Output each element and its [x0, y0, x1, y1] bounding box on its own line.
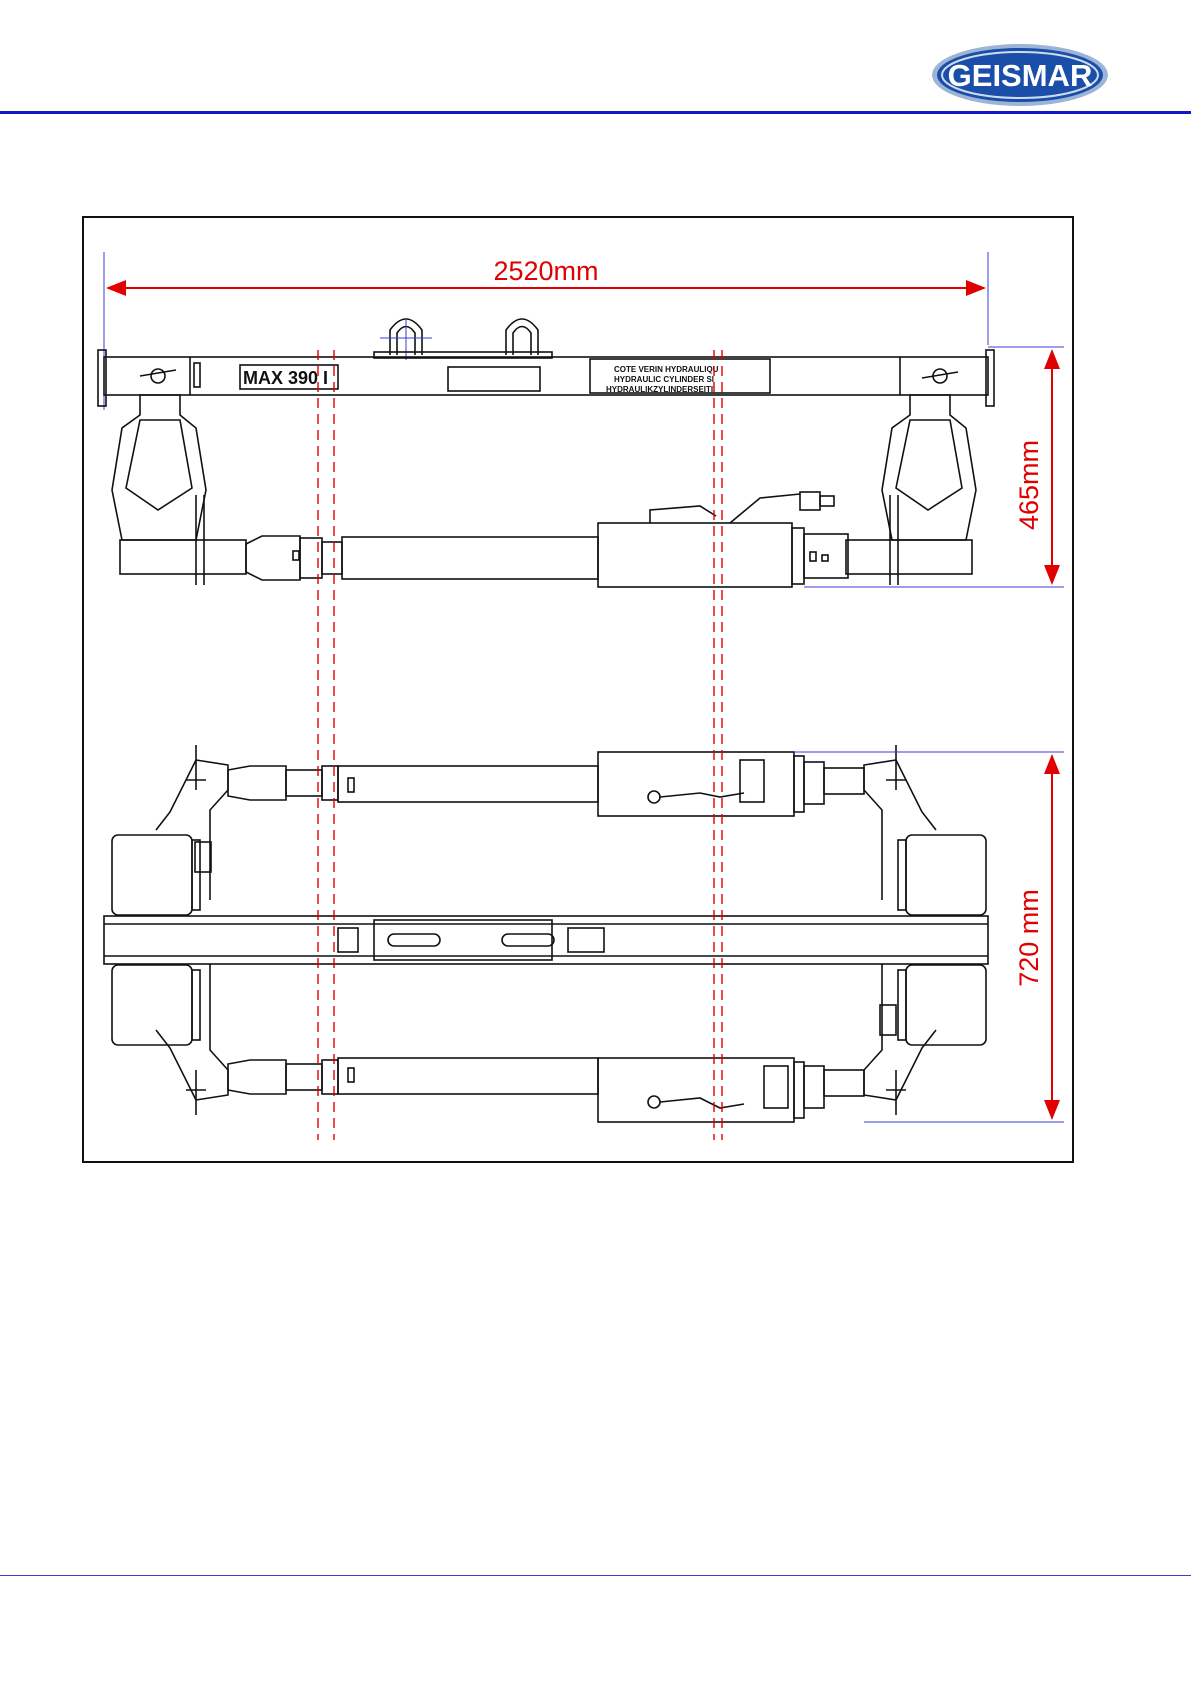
- top-height-label: 720 mm: [1014, 889, 1044, 987]
- top-rod-upper: [338, 766, 598, 802]
- top-view: [104, 745, 988, 1122]
- top-height-dimension: 720 mm: [794, 752, 1064, 1122]
- plate-line-1: COTE VERIN HYDRAULIQU: [614, 365, 719, 374]
- hanger-right: [882, 395, 976, 540]
- bogie-left-upper: [112, 835, 192, 915]
- footer-rule: [0, 1575, 1191, 1576]
- bogie-left-lower: [112, 965, 192, 1045]
- dashed-guides: [318, 350, 722, 1140]
- plate-line-3: HYDRAULIKZYLINDERSEITI: [606, 385, 713, 394]
- bogie-right-upper: [906, 835, 986, 915]
- side-main-beam: [104, 357, 988, 395]
- clamp-block-left: [120, 540, 246, 574]
- side-height-label: 465mm: [1014, 440, 1044, 530]
- model-label: MAX 390 I: [243, 368, 328, 388]
- hanger-left: [112, 395, 206, 540]
- top-rod-lower: [338, 1058, 598, 1094]
- side-view: [98, 318, 994, 587]
- side-height-dimension: 465mm: [804, 347, 1064, 587]
- side-piston-rod: [342, 537, 598, 579]
- plate-line-2: HYDRAULIC CYLINDER SI: [614, 375, 714, 384]
- clamp-block-right: [846, 540, 972, 574]
- width-dimension-label: 2520mm: [493, 256, 598, 286]
- bogie-right-lower: [906, 965, 986, 1045]
- width-dimension: 2520mm: [104, 252, 988, 410]
- lifting-lug-right: [506, 319, 538, 355]
- side-cylinder: [598, 523, 792, 587]
